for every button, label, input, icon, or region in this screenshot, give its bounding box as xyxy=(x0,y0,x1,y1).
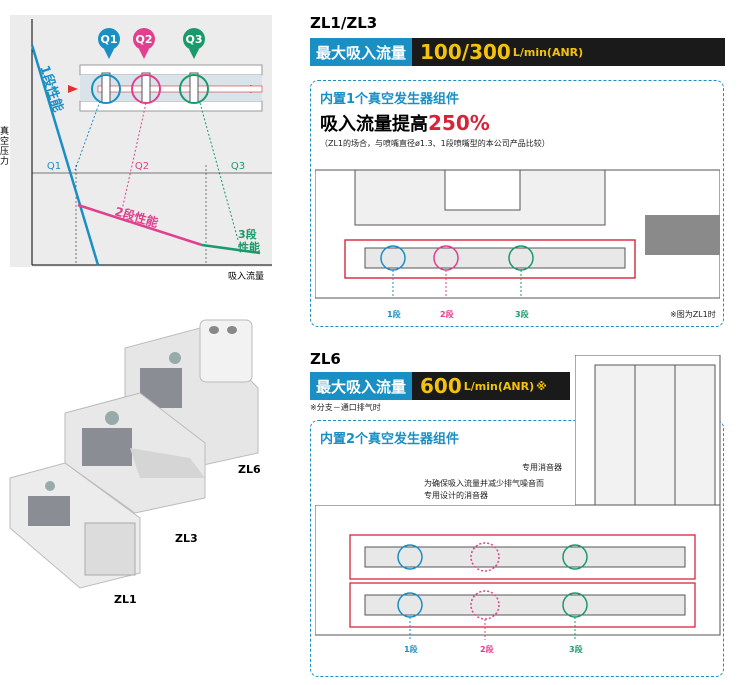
zl13-heading: ZL1/ZL3 xyxy=(310,14,378,32)
q2-badge-arrow xyxy=(139,49,149,59)
nozzle-1 xyxy=(101,72,111,104)
zl13-flow-unit: L/min(ANR) xyxy=(512,45,584,59)
q3-range-label: Q3 xyxy=(231,161,245,172)
inlet-arrow xyxy=(68,85,78,93)
zl6-stage2-label: 2段 xyxy=(480,645,494,654)
y-axis-label: 真空压力 xyxy=(0,127,10,167)
q1-circle xyxy=(91,74,121,104)
zl1-product-image xyxy=(9,462,141,589)
stage3-curve xyxy=(201,243,261,255)
zl6-stage3-label: 3段 xyxy=(569,645,583,654)
zl6-muffler-inner xyxy=(594,364,716,506)
zl13-stage1-label: 1段 xyxy=(387,310,401,319)
zl6-sub-note: ※分支－通口排气时 xyxy=(310,403,381,412)
zl6-flow-value: 600 xyxy=(420,374,462,398)
zl3-label: ZL3 xyxy=(175,532,198,545)
zl13-flow-path xyxy=(344,239,636,279)
stage1-curve xyxy=(30,44,100,266)
q2-badge xyxy=(133,28,155,50)
performance-chart-svg: Q1 Q2 Q3 Q1 Q2 Q3 1段性能 2段性能 3段 性能 xyxy=(10,15,272,267)
zl6-stage1-circle-upper xyxy=(397,544,423,570)
zl13-improve-pct: 250% xyxy=(428,111,490,135)
zl13-stage3-label: 3段 xyxy=(515,310,529,319)
zl13-cross-section xyxy=(315,169,720,299)
zl13-improve-text: 吸入流量提高 xyxy=(320,114,428,135)
zl6-stage1-label: 1段 xyxy=(404,645,418,654)
zl6-flow-path-upper xyxy=(349,534,696,580)
zl13-muffler-hatch xyxy=(645,215,720,255)
zl6-label: ZL6 xyxy=(238,463,261,476)
q1-badge-arrow xyxy=(104,49,114,59)
q1-badge xyxy=(98,28,120,50)
zl13-flow-value: 100/300 xyxy=(420,40,511,64)
nozzle-3 xyxy=(189,72,199,104)
zl6-box-title: 内置2个真空发生器组件 xyxy=(320,432,460,447)
zl13-suction-port xyxy=(444,169,521,211)
performance-chart: Q1 Q2 Q3 Q1 Q2 Q3 1段性能 2段性能 3段 性能 真空压力 吸… xyxy=(0,15,272,282)
zl6-flow-path-lower xyxy=(349,582,696,628)
zl6-muffler-desc-2: 专用设计的消音器 xyxy=(424,491,488,500)
stage3-label-line2: 性能 xyxy=(238,240,260,254)
zl6-flow-label: 最大吸入流量 xyxy=(310,372,413,400)
zl13-stage2-label: 2段 xyxy=(440,310,454,319)
q1-badge-text: Q1 xyxy=(100,33,117,46)
q1-leader xyxy=(74,100,101,171)
zl6-generator-box xyxy=(310,420,724,677)
zl13-box-title: 内置1个真空发生器组件 xyxy=(320,92,460,107)
zl6-muffler-label: 专用消音器 xyxy=(522,463,562,472)
q1-range-label: Q1 xyxy=(47,161,61,172)
q3-badge xyxy=(183,28,205,50)
zl6-cross-section xyxy=(315,505,721,640)
nozzle-2 xyxy=(141,72,151,104)
stage2-curve xyxy=(77,203,203,247)
q2-range-label: Q2 xyxy=(135,161,149,172)
zl6-flow-unit: L/min(ANR) xyxy=(463,379,535,393)
zl6-flow-mark: ※ xyxy=(536,379,547,393)
zl6-muffler-drawing xyxy=(575,355,721,506)
zl1-label: ZL1 xyxy=(114,593,137,606)
product-photos: ZL6 ZL3 ZL1 xyxy=(0,318,290,608)
zl6-nozzle-tube-upper xyxy=(364,546,686,568)
q3-badge-text: Q3 xyxy=(185,33,202,46)
x-axis-label: 吸入流量 xyxy=(228,272,265,282)
stage3-label-line1: 3段 xyxy=(238,227,257,241)
zl6-nozzle-tube-lower xyxy=(364,594,686,616)
q3-circle xyxy=(179,74,209,104)
zl6-stage3-circle-upper xyxy=(562,544,588,570)
zl13-figure-note: ※图为ZL1时 xyxy=(670,310,716,319)
zl13-note: （ZL1的场合，与喷嘴直径ø1.3、1段喷嘴型的本公司产品比较） xyxy=(320,139,550,148)
zl13-improve: 吸入流量提高250% xyxy=(320,110,490,136)
zl13-generator-box xyxy=(310,80,724,327)
zl3-product-image xyxy=(64,392,206,514)
product-illustrations xyxy=(9,319,259,589)
q2-badge-text: Q2 xyxy=(135,33,152,46)
q3-badge-arrow xyxy=(189,49,199,59)
zl6-stage2-circle-upper xyxy=(470,542,500,572)
zl6-muffler-desc-1: 为确保吸入流量并减少排气噪音而 xyxy=(424,479,544,488)
zl6-heading: ZL6 xyxy=(310,350,341,368)
zl13-nozzle-tube xyxy=(364,247,626,269)
zl13-flow-label: 最大吸入流量 xyxy=(310,38,413,66)
